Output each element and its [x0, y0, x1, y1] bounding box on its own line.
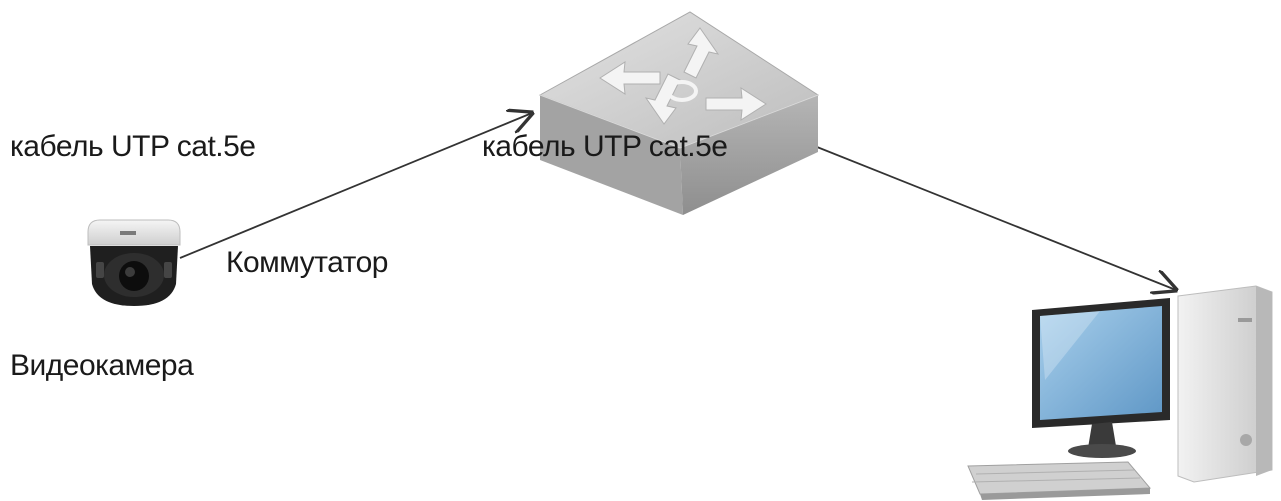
cable-label-middle: кабель UTP cat.5e: [482, 130, 728, 163]
camera-label: Видеокамера: [10, 349, 194, 382]
desktop-computer-icon: [967, 285, 1273, 500]
dome-camera-icon: [87, 219, 181, 306]
network-switch-icon: [538, 11, 820, 215]
cable-switch-computer: [811, 144, 1176, 290]
cable-label-left: кабель UTP cat.5e: [10, 130, 256, 163]
switch-label: Коммутатор: [226, 246, 388, 279]
cable-camera-switch: [179, 113, 532, 259]
